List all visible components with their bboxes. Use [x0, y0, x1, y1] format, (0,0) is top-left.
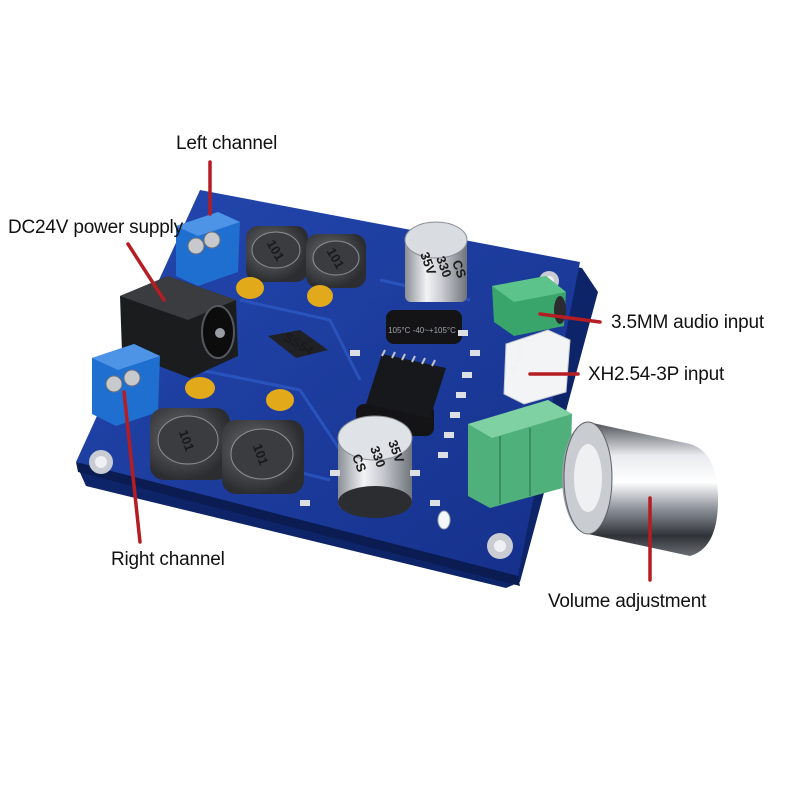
label-left-channel: Left channel	[176, 133, 278, 154]
inductor: 101	[222, 420, 304, 494]
small-capacitor: 105°C -40~+105°C	[386, 310, 462, 344]
cap-value: 330	[433, 254, 455, 280]
label-power-supply: DC24V power supply	[8, 217, 183, 238]
mounting-hole	[487, 533, 513, 559]
callout-right-channel	[122, 390, 142, 544]
inductor-code: 101	[176, 428, 198, 454]
xh-connector: R GND L	[503, 329, 571, 405]
ceramic-capacitor	[266, 389, 294, 411]
electrolytic-capacitor: CS 330 35V	[404, 221, 470, 302]
callout-power-supply	[126, 242, 166, 302]
mounting-hole	[89, 450, 113, 474]
amplifier-ic	[366, 349, 446, 418]
audio-jack-3-5mm	[492, 276, 566, 336]
ceramic-capacitor	[307, 285, 333, 307]
right-channel-terminal	[92, 344, 160, 426]
cap-brand: CS	[449, 258, 469, 280]
left-channel-terminal	[176, 212, 240, 286]
label-xh-input: XH2.54-3P input	[588, 364, 725, 385]
label-volume: Volume adjustment	[548, 591, 707, 612]
inductor: 101	[306, 234, 366, 288]
volume-knob	[562, 421, 718, 556]
ceramic-capacitor	[236, 277, 264, 299]
cap-value: 330	[367, 444, 389, 470]
inductor-code: 101	[250, 442, 272, 468]
ceramic-capacitor	[185, 377, 215, 399]
label-right-channel: Right channel	[111, 549, 225, 570]
cap-rating: 105°C -40~+105°C	[388, 326, 456, 335]
potentiometer	[468, 400, 572, 508]
electrolytic-capacitor: CS 330 35V	[337, 415, 413, 518]
label-audio-input: 3.5MM audio input	[611, 312, 764, 333]
callout-lines	[122, 160, 652, 582]
callout-audio-input	[538, 312, 602, 324]
inductor: 101	[150, 408, 230, 480]
smd-components	[300, 330, 480, 506]
led	[437, 510, 451, 530]
cap-brand: CS	[349, 452, 369, 474]
inductor: 101	[246, 226, 308, 282]
